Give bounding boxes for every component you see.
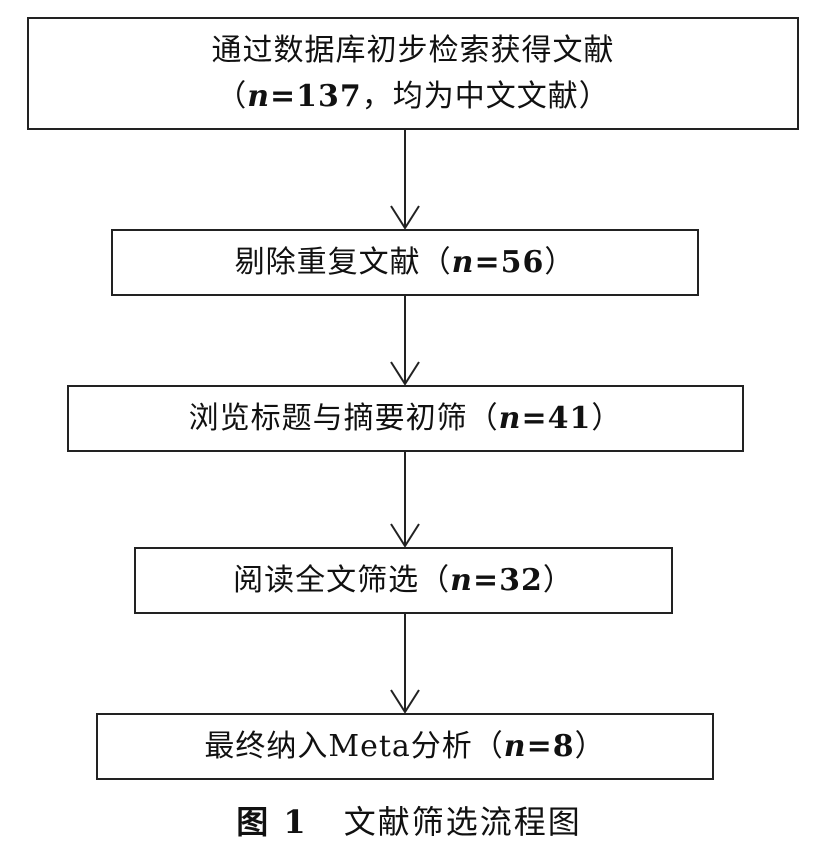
figure-caption: 图 1 文献筛选流程图 [0,800,818,844]
arrow-4-to-5 [390,614,420,714]
step-full-text-screen-text: 阅读全文筛选（n=32） [233,562,574,598]
arrow-3-to-4 [390,452,420,548]
step-title-abstract-screen-text: 浏览标题与摘要初筛（n=41） [188,400,623,436]
step-initial-search-line1: 通过数据库初步检索获得文献 [211,32,615,68]
figure-title: 文献筛选流程图 [343,803,582,841]
step-initial-search-line2: （n=137，均为中文文献） [216,78,610,114]
step-final-included-text: 最终纳入Meta分析（n=8） [204,728,606,764]
arrow-1-to-2 [390,130,420,230]
step-final-included-box: 最终纳入Meta分析（n=8） [96,713,714,780]
step-title-abstract-screen-box: 浏览标题与摘要初筛（n=41） [67,385,744,452]
figure-number: 图 1 [236,803,308,841]
step-remove-duplicates-box: 剔除重复文献（n=56） [111,229,699,296]
step-remove-duplicates-text: 剔除重复文献（n=56） [234,244,576,280]
step-full-text-screen-box: 阅读全文筛选（n=32） [134,547,673,614]
step-initial-search-box: 通过数据库初步检索获得文献 （n=137，均为中文文献） [27,17,799,130]
arrow-2-to-3 [390,296,420,386]
